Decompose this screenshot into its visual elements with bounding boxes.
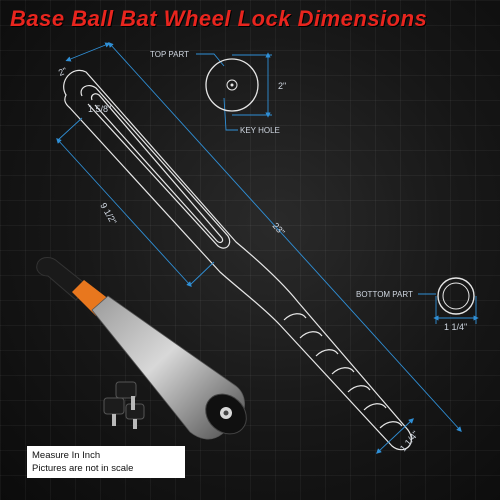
measurement-note: Measure In Inch Pictures are not in scal… xyxy=(27,446,185,478)
keys-image xyxy=(103,381,145,429)
bat-product-image xyxy=(36,257,247,440)
bottom-diameter-dim: 1 1/4" xyxy=(444,322,467,332)
note-line-2: Pictures are not in scale xyxy=(32,463,134,474)
top-diameter-dim: 2" xyxy=(278,81,286,91)
top-part-diagram xyxy=(205,58,259,112)
note-line-1: Measure In Inch xyxy=(32,450,101,461)
bottom-part-label: BOTTOM PART xyxy=(356,290,413,299)
bat-width-dim: 2" xyxy=(57,66,68,78)
handle-width-dim: 1 1/4" xyxy=(398,429,421,453)
slot-width-dim: 1 5/8" xyxy=(88,104,111,114)
bottom-part-diagram xyxy=(437,277,475,315)
key-hole-label: KEY HOLE xyxy=(240,126,280,135)
slot-length-dim: 9 1/2" xyxy=(98,201,118,226)
page-title: Base Ball Bat Wheel Lock Dimensions xyxy=(10,6,428,31)
top-part-label: TOP PART xyxy=(150,50,189,59)
